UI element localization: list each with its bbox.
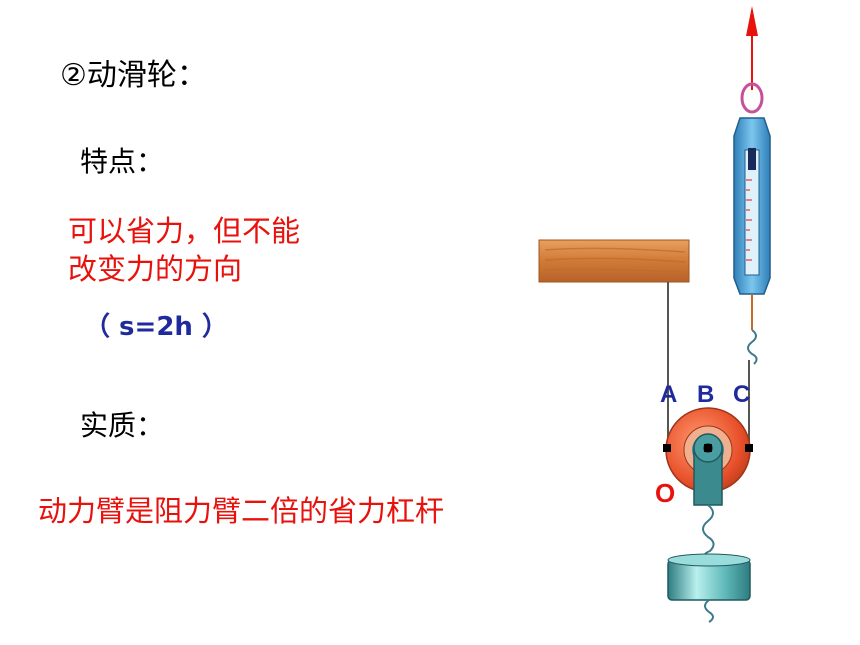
feature-line-1: 可以省力，但不能	[68, 214, 301, 248]
feature-label: 特点：	[80, 145, 165, 178]
point-b-marker	[704, 444, 712, 452]
point-o-label: O	[655, 478, 676, 508]
hanging-weight	[667, 553, 751, 623]
movable-pulley	[665, 407, 751, 506]
spring-scale	[733, 6, 771, 365]
essence-label: 实质：	[80, 409, 165, 442]
wooden-beam	[538, 239, 690, 283]
feature-line-2: 改变力的方向	[68, 252, 243, 286]
point-b-label: B	[697, 381, 715, 408]
point-a-marker	[663, 444, 671, 452]
weight-hook	[702, 504, 715, 562]
point-c-label: C	[733, 381, 751, 408]
point-a-label: A	[660, 381, 678, 408]
slide-title: ②动滑轮：	[60, 58, 207, 93]
essence-text: 动力臂是阻力臂二倍的省力杠杆	[38, 494, 445, 528]
distance-formula: （ s=2h ）	[84, 312, 228, 342]
point-c-marker	[745, 444, 753, 452]
feature-text: 可以省力，但不能 改变力的方向	[68, 212, 300, 288]
